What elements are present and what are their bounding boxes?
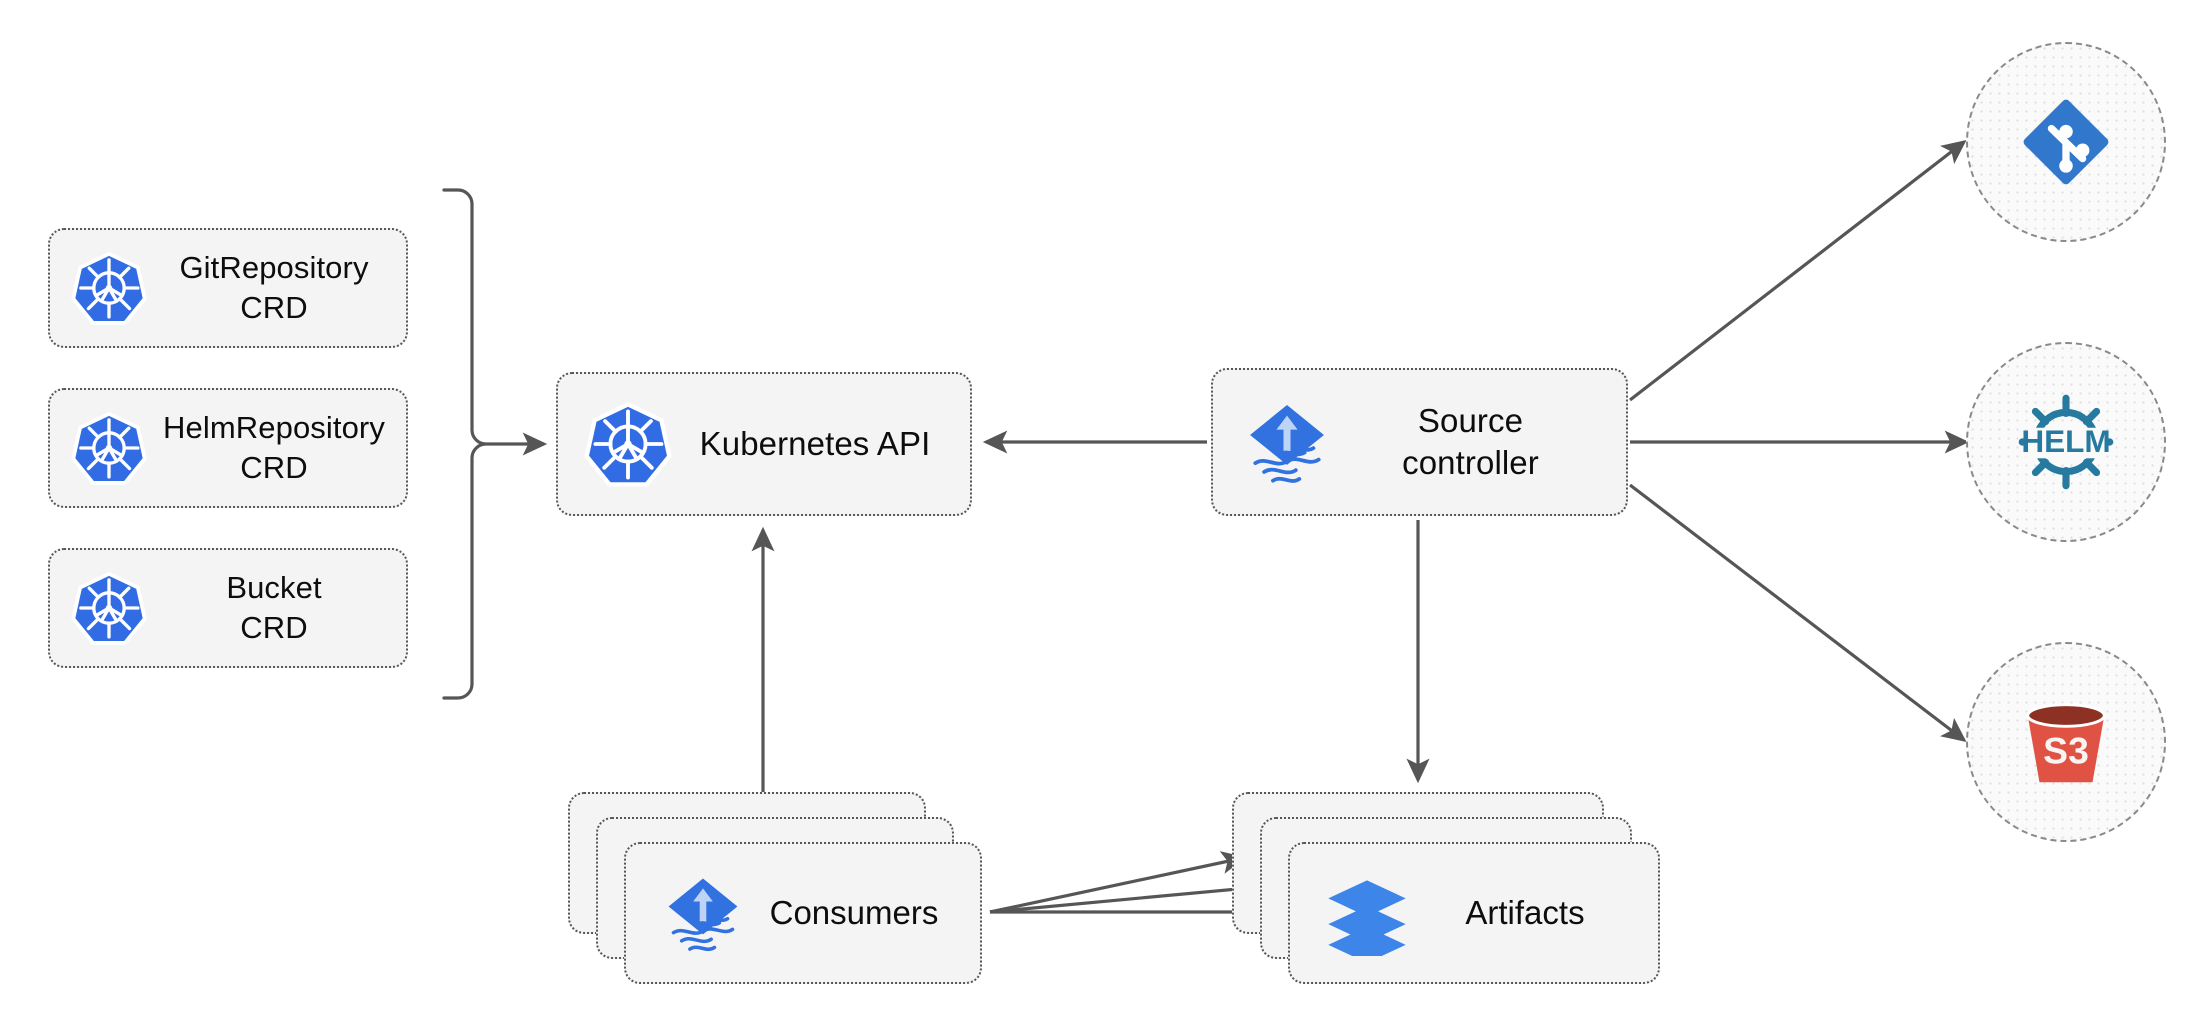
edge-consumers-to-artifacts-2 <box>989 876 1274 914</box>
external-source-helm[interactable]: HELM <box>1966 342 2166 542</box>
node-label: Consumers <box>769 894 939 931</box>
external-source-git[interactable] <box>1966 42 2166 242</box>
node-label: GitRepository CRD <box>179 250 369 325</box>
node-label: Source controller <box>1402 401 1539 481</box>
edge-source-controller-to-git <box>1629 140 1967 402</box>
node-label: Artifacts <box>1465 894 1585 931</box>
node-label: HelmRepository CRD <box>163 410 385 485</box>
node-label: Kubernetes API <box>699 424 931 462</box>
git-icon <box>2008 84 2124 200</box>
layers-icon <box>1324 870 1410 956</box>
edge-consumers-to-artifacts-1 <box>989 851 1247 914</box>
edge-source-controller-to-s3 <box>1629 483 1967 742</box>
node-gitrepository-crd[interactable]: GitRepository CRD <box>48 228 408 348</box>
node-source-controller[interactable]: Source controller <box>1211 368 1628 516</box>
s3-bucket-icon: S3 <box>2008 684 2124 800</box>
crd-group-brace <box>442 188 487 700</box>
external-source-s3[interactable]: S3 <box>1966 642 2166 842</box>
flux-icon <box>1241 396 1333 488</box>
node-artifacts-stack[interactable]: Artifacts <box>1232 792 1662 984</box>
node-consumers-stack[interactable]: Consumers <box>568 792 988 984</box>
kubernetes-icon <box>68 407 150 489</box>
helm-wordmark: HELM <box>2021 423 2110 459</box>
flux-icon <box>660 870 746 956</box>
node-kubernetes-api[interactable]: Kubernetes API <box>556 372 972 516</box>
kubernetes-icon <box>68 567 150 649</box>
s3-wordmark: S3 <box>2043 730 2089 772</box>
node-bucket-crd[interactable]: Bucket CRD <box>48 548 408 668</box>
node-consumers[interactable]: Consumers <box>624 842 982 984</box>
kubernetes-icon <box>68 247 150 329</box>
kubernetes-icon <box>582 398 674 490</box>
node-artifacts[interactable]: Artifacts <box>1288 842 1660 984</box>
helm-icon: HELM <box>2008 384 2124 500</box>
node-helmrepository-crd[interactable]: HelmRepository CRD <box>48 388 408 508</box>
node-label: Bucket CRD <box>226 570 322 645</box>
